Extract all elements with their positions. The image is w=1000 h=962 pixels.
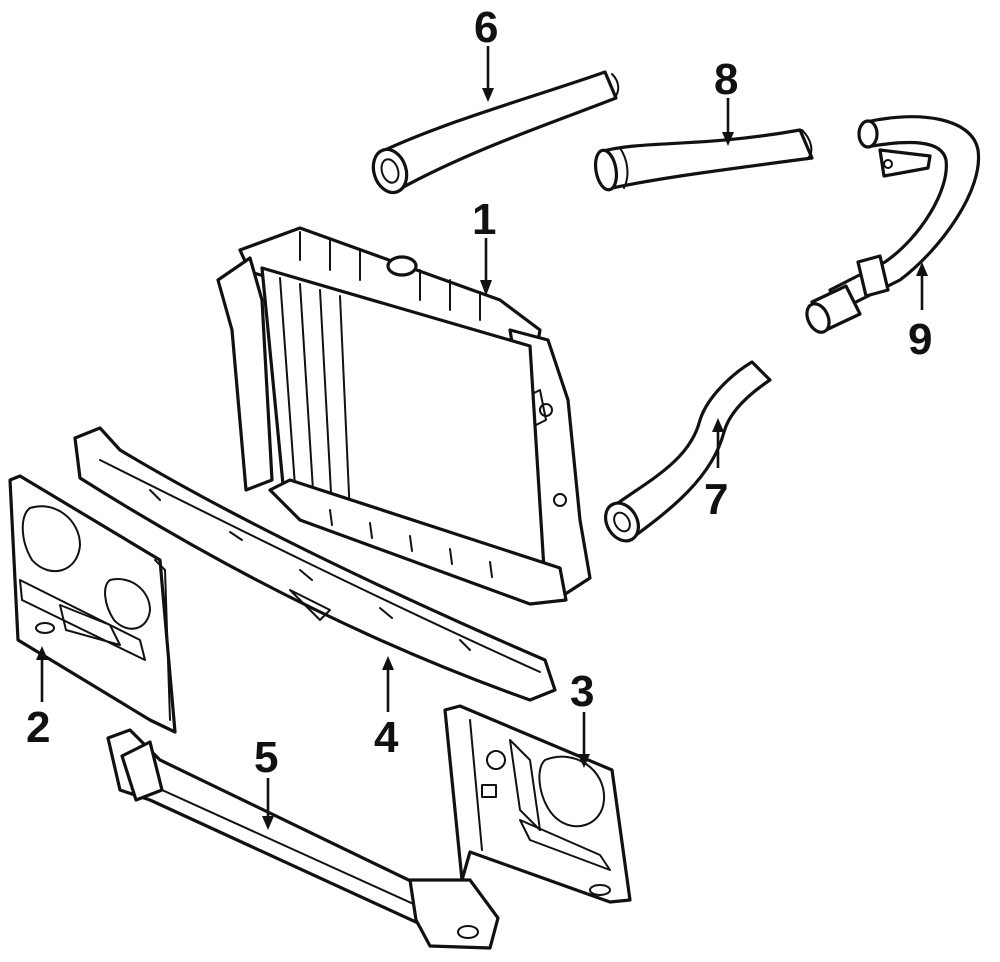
callout-4: 4 <box>374 713 399 762</box>
leader-1 <box>480 238 492 296</box>
part-6-upper-hose <box>371 70 620 195</box>
callout-6: 6 <box>474 3 498 52</box>
leader-5 <box>262 778 274 830</box>
leader-7 <box>712 418 724 468</box>
part-3-right-panel <box>443 704 632 904</box>
part-5-lower-support <box>106 728 500 950</box>
callout-3: 3 <box>570 667 594 716</box>
leader-3 <box>578 712 590 768</box>
callout-1: 1 <box>472 195 496 244</box>
callout-7: 7 <box>704 475 728 524</box>
part-4-tie-bar <box>73 426 557 702</box>
part-1-radiator <box>216 226 592 606</box>
callout-5: 5 <box>254 733 278 782</box>
callout-2: 2 <box>26 703 50 752</box>
part-2-left-panel <box>8 474 177 734</box>
leader-9 <box>916 262 928 310</box>
leader-4 <box>382 656 394 712</box>
part-9-metal-pipe <box>805 115 981 334</box>
leader-6 <box>482 46 494 102</box>
leader-2 <box>36 646 48 702</box>
callout-9: 9 <box>908 315 932 364</box>
leader-8 <box>722 98 734 146</box>
part-7-lower-hose <box>604 360 772 543</box>
callout-8: 8 <box>714 55 738 104</box>
part-8-hose <box>593 128 814 192</box>
